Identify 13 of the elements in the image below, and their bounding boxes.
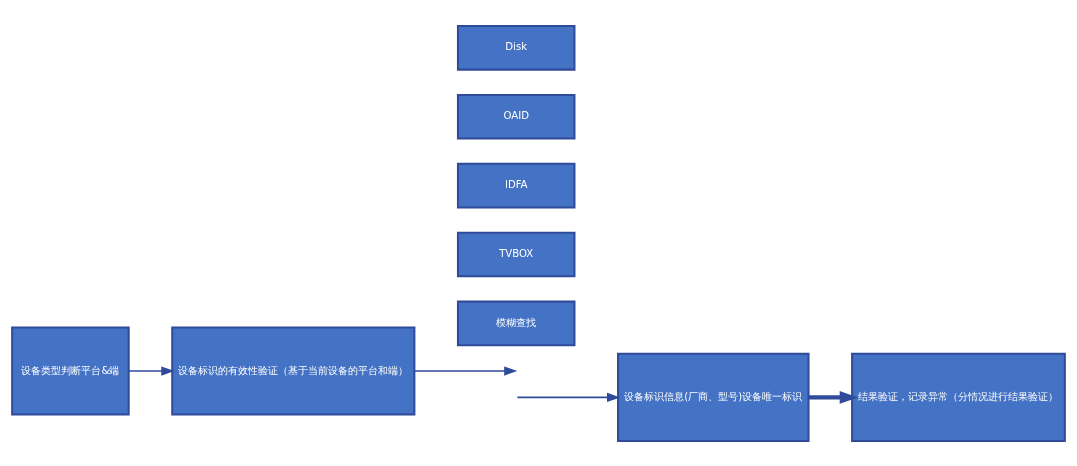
node-box: Disk (456, 24, 576, 71)
arrow (128, 365, 175, 376)
arrow (808, 390, 858, 404)
node-box: OAID (456, 93, 576, 140)
arrow (516, 392, 621, 402)
node-box: IDFA (456, 162, 576, 208)
node-box: 设备标识信息(厂商、型号)设备唯一标识 (617, 352, 810, 442)
node-box: 结果验证，记录异常（分情况进行结果验证） (851, 352, 1066, 442)
arrow (413, 365, 518, 376)
node-box: 设备类型判断平台&端 (11, 325, 130, 416)
node-box: 模糊查找 (456, 300, 576, 346)
node-box: TVBOX (456, 231, 576, 277)
node-box: 设备标识的有效性验证（基于当前设备的平台和端） (171, 325, 416, 416)
